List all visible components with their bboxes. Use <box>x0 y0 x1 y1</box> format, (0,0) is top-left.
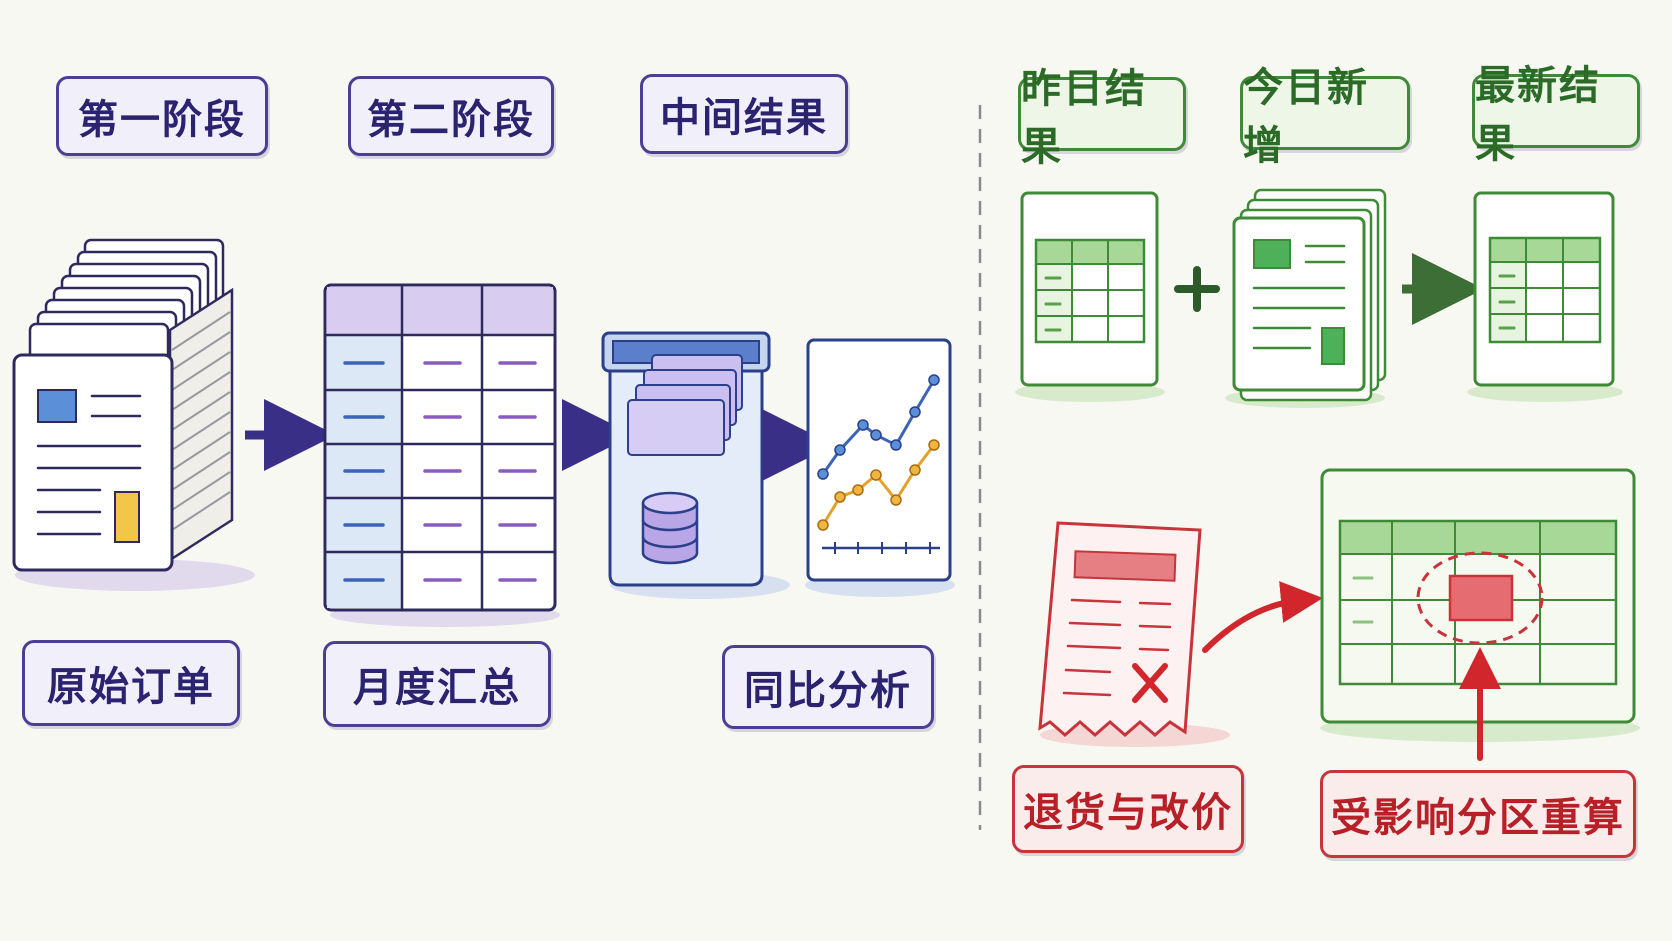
storage-box-icon <box>601 331 790 599</box>
monthly-summary-label: 月度汇总 <box>323 641 551 727</box>
affected-partition-recompute-label: 受影响分区重算 <box>1320 770 1636 858</box>
receipt-cancel-icon <box>1038 521 1230 747</box>
table-doc-icon <box>1015 191 1165 402</box>
plus-icon <box>1174 266 1220 312</box>
document-stack-icon <box>1225 188 1387 408</box>
yoy-analysis-label: 同比分析 <box>722 645 934 729</box>
table-icon <box>323 283 560 627</box>
stage-two-label: 第二阶段 <box>348 76 554 156</box>
today-new-label: 今日新增 <box>1240 65 1410 169</box>
table-highlight-icon <box>1320 468 1640 742</box>
raw-orders-label: 原始订单 <box>22 640 240 726</box>
yesterday-result-label: 昨日结果 <box>1018 66 1186 170</box>
latest-result-label: 最新结果 <box>1472 63 1640 167</box>
returns-price-change-label: 退货与改价 <box>1012 765 1244 853</box>
document-stack-icon <box>12 238 255 591</box>
arrow-returns-to-recompute <box>1202 581 1323 653</box>
line-chart-icon <box>805 338 955 597</box>
table-doc-icon <box>1467 191 1623 402</box>
stage-one-label: 第一阶段 <box>56 76 268 156</box>
intermediate-result-label: 中间结果 <box>640 74 848 154</box>
